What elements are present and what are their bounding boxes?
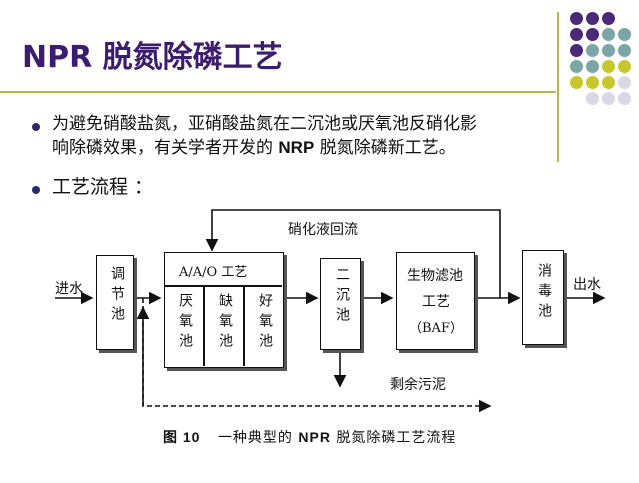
decor-dot (618, 44, 631, 57)
decor-dot (602, 92, 615, 105)
aao-divider (243, 286, 245, 366)
bullet1-line2-pre: 响除磷效果，有关学者开发的 (52, 138, 273, 158)
aerobic-label: 好氧池 (257, 293, 273, 353)
decor-vertical-line (557, 12, 559, 162)
bullet1-line2-bold: NRP (278, 138, 315, 157)
regulating-tank: 调节池 (96, 255, 134, 350)
decor-dot (586, 60, 599, 73)
decor-dot (618, 60, 631, 73)
secondary-clarifier-label: 二沉池 (334, 267, 350, 327)
decor-dot (570, 60, 583, 73)
aao-process: A/A/O 工艺 厌氧池 缺氧池 好氧池 (164, 252, 284, 368)
decor-dot (602, 76, 615, 89)
bullet1-line2-post: 脱氮除磷新工艺。 (319, 138, 456, 158)
baf-process: 生物滤池 工艺 （BAF） (396, 252, 475, 350)
caption-prefix: 图 10 (163, 429, 201, 445)
regulating-tank-label: 调节池 (109, 266, 125, 326)
bullet2-text: 工艺流程 ： (52, 176, 154, 198)
decor-dot (602, 12, 615, 25)
decor-dot (586, 12, 599, 25)
decor-horizontal-line (0, 91, 556, 93)
decor-dot (618, 92, 631, 105)
decor-dot (570, 44, 583, 57)
caption-bold: NPR (298, 429, 331, 445)
caption-post: 脱氮除磷工艺流程 (336, 430, 457, 446)
arrow-recycle (205, 209, 501, 298)
baf-label-line3: （BAF） (409, 321, 463, 336)
decor-dot (586, 44, 599, 57)
decor-dot (570, 76, 583, 89)
aao-header: A/A/O 工艺 (179, 265, 248, 280)
inlet-label: 进水 (55, 281, 83, 297)
decor-dot (586, 28, 599, 41)
baf-label-line1: 生物滤池 (407, 268, 463, 284)
caption-mid: 一种典型的 (217, 430, 293, 446)
outlet-label: 出水 (573, 277, 601, 293)
bullet1-line1: 为避免硝酸盐氮，亚硝酸盐氮在二沉池或厌氧池反硝化影 (52, 114, 477, 134)
disinfection-tank-label: 消毒池 (536, 263, 552, 323)
decor-dot (570, 12, 583, 25)
slide-title: NPR 脱氮除磷工艺 (22, 40, 283, 75)
decor-dot (570, 28, 583, 41)
decor-dot (602, 60, 615, 73)
secondary-clarifier: 二沉池 (320, 258, 361, 350)
figure-caption: 图 10 一种典型的 NPR 脱氮除磷工艺流程 (163, 427, 456, 447)
decor-dot (618, 28, 631, 41)
decor-dot (586, 92, 599, 105)
recycle-label: 硝化液回流 (288, 222, 358, 238)
decor-dot (618, 76, 631, 89)
bullet1-line2: 响除磷效果，有关学者开发的 NRP 脱氮除磷新工艺。 (52, 136, 456, 160)
sludge-label: 剩余污泥 (390, 377, 446, 393)
aao-divider (165, 285, 282, 287)
decor-dot (602, 44, 615, 57)
aao-divider (203, 286, 205, 366)
baf-label-line2: 工艺 (422, 294, 450, 310)
decor-dot (602, 28, 615, 41)
disinfection-tank: 消毒池 (522, 250, 564, 345)
anoxic-label: 缺氧池 (217, 293, 233, 353)
anaerobic-label: 厌氧池 (177, 293, 193, 353)
bullet-marker (32, 123, 40, 131)
decor-dot-grid (570, 12, 639, 112)
bullet-marker (32, 186, 40, 194)
decor-dot (586, 76, 599, 89)
